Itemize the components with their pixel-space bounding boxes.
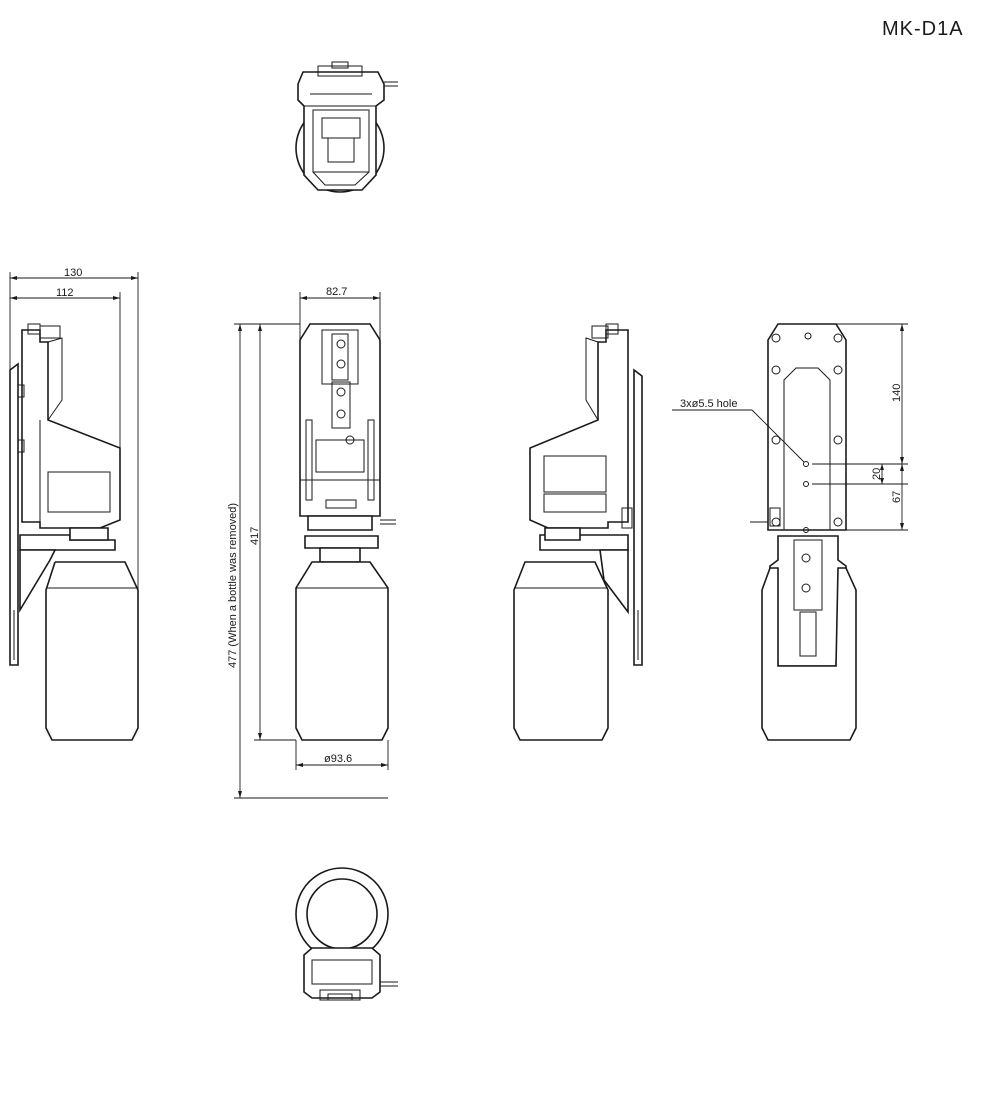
dim-hole-pitch-2: 67: [891, 491, 903, 503]
model-label: MK-D1A: [882, 18, 964, 40]
dim-height-body: 417: [249, 527, 261, 545]
dim-hole-top-offset: 140: [891, 384, 903, 402]
dim-width-body: 112: [56, 287, 74, 299]
rear-view: [750, 323, 857, 741]
bottom-view: [295, 867, 398, 1001]
left-side-view: [9, 323, 139, 741]
top-view: [295, 61, 398, 193]
dim-width-overall: 130: [64, 267, 82, 279]
front-view: [295, 323, 396, 741]
dim-bottle-diameter: ø93.6: [324, 753, 352, 765]
hole-callout: 3xø5.5 hole: [680, 398, 737, 410]
dim-hole-pitch-1: 20: [871, 468, 883, 480]
dim-height-total: 477 (When a bottle was removed): [227, 503, 239, 668]
dim-width-front: 82.7: [326, 286, 347, 298]
left-view-dimensions: 130 112: [9, 267, 139, 590]
rear-view-dimensions: 3xø5.5 hole 140 20 67: [672, 323, 908, 531]
front-view-dimensions: 82.7 ø93.6 417 477 (When a bottle was re…: [227, 286, 389, 799]
right-side-view: [513, 323, 643, 741]
